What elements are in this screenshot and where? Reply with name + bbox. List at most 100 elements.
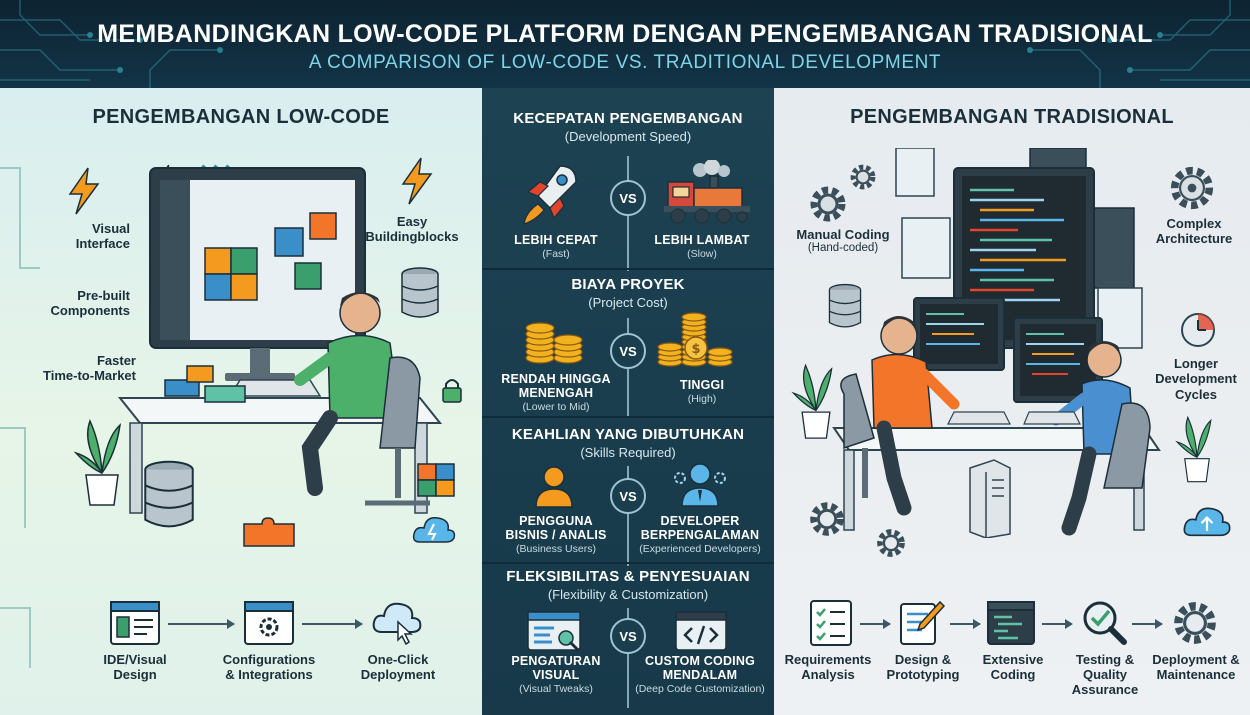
comparison-section-flexibility: FLEKSIBILITAS & PENYESUAIAN (Flexibility…: [482, 568, 774, 602]
comparison-right-main: DEVELOPER BERPENGALAMAN: [640, 514, 760, 542]
workflow-step-label: Extensive Coding: [982, 652, 1044, 682]
label-faster-time-to-market: Faster Time-to-Market: [43, 353, 136, 384]
comparison-right-flexibility: CUSTOM CODING MENDALAM (Deep Code Custom…: [630, 654, 770, 695]
svg-text:$: $: [691, 342, 700, 357]
workflow-arrow: [1132, 619, 1163, 629]
comparison-right-sub: (Deep Code Customization): [635, 683, 765, 695]
comparison-right-cost: TINGGI (High): [632, 378, 772, 405]
label-complex-architecture: Complex Architecture: [1155, 216, 1233, 247]
section-subheading: (Project Cost): [588, 295, 668, 310]
code-window-icon: [675, 611, 727, 651]
section-subheading: (Development Speed): [564, 129, 692, 144]
vs-badge: VS: [610, 618, 646, 654]
workflow-arrow: [302, 619, 363, 629]
vs-divider: [627, 466, 629, 566]
checklist-icon: [810, 600, 852, 646]
comparison-left-main: RENDAH HINGGA MENENGAH: [501, 372, 611, 400]
workflow-step-label: Configurations & Integrations: [222, 652, 316, 682]
label-manual-coding-sub: (Hand-coded): [807, 242, 879, 254]
comparison-right-main: TINGGI: [679, 378, 725, 392]
comparison-left-speed: LEBIH CEPAT (Fast): [486, 233, 626, 260]
comparison-section-skills: KEAHLIAN YANG DIBUTUHKAN (Skills Require…: [482, 426, 774, 460]
low-code-panel: PENGEMBANGAN LOW-CODE Visual Interface P…: [0, 88, 482, 715]
comparison-right-sub: (Slow): [687, 248, 717, 260]
workflow-step-label: One-Click Deployment: [360, 652, 436, 682]
section-heading: BIAYA PROYEK: [571, 276, 685, 293]
cloud-click-icon: [372, 602, 422, 646]
cloud-icon: [1183, 507, 1231, 537]
traditional-desk-illustration: [832, 148, 1161, 536]
developer-user-icon: [674, 463, 726, 507]
label-longer-development-cycles: Longer Development Cycles: [1155, 356, 1237, 402]
label-prebuilt-components: Pre-built Components: [50, 288, 130, 319]
steam-train-icon: [664, 160, 750, 224]
lightning-icon: [68, 167, 100, 215]
comparison-section-speed: KECEPATAN PENGEMBANGAN (Development Spee…: [482, 110, 774, 144]
design-pencil-icon: [900, 600, 946, 645]
vs-badge: VS: [610, 478, 646, 514]
section-subheading: (Flexibility & Customization): [547, 587, 709, 602]
workflow-step-label: Requirements Analysis: [784, 652, 872, 682]
circuit-decoration-left: [0, 0, 223, 88]
section-divider: [482, 562, 774, 564]
puzzle-piece-icon: [243, 517, 295, 547]
comparison-left-main: PENGGUNA BISNIS / ANALIS: [505, 514, 607, 542]
section-divider: [482, 416, 774, 418]
workflow-step-label: IDE/Visual Design: [103, 652, 167, 682]
comparison-left-sub: (Lower to Mid): [522, 401, 590, 413]
comparison-left-main: LEBIH CEPAT: [514, 233, 598, 247]
comparison-right-speed: LEBIH LAMBAT (Slow): [632, 233, 772, 260]
section-divider: [482, 268, 774, 270]
database-icon: [144, 460, 194, 528]
rocket-icon: [523, 165, 577, 225]
comparison-right-sub: (Experienced Developers): [639, 543, 761, 555]
section-heading: KEAHLIAN YANG DIBUTUHKAN: [511, 426, 745, 443]
cloud-icon: [412, 516, 456, 543]
comparison-left-main: PENGATURAN VISUAL: [511, 654, 601, 682]
header-banner: MEMBANDINGKAN LOW-CODE PLATFORM DENGAN P…: [0, 0, 1250, 88]
business-user-icon: [535, 466, 573, 508]
workflow-arrow: [860, 619, 891, 629]
section-heading: KECEPATAN PENGEMBANGAN: [513, 110, 743, 127]
comparison-right-skills: DEVELOPER BERPENGALAMAN (Experienced Dev…: [630, 514, 770, 555]
coins-stack-small-icon: [525, 322, 583, 364]
workflow-step-label: Testing & Quality Assurance: [1071, 652, 1139, 697]
workflow-step-label: Deployment & Maintenance: [1152, 652, 1240, 682]
comparison-left-sub: (Business Users): [516, 543, 596, 555]
label-visual-interface: Visual Interface: [75, 221, 130, 252]
page-subtitle: A COMPARISON OF LOW-CODE VS. TRADITIONAL…: [308, 52, 942, 73]
traditional-title: PENGEMBANGAN TRADISIONAL: [850, 106, 1174, 128]
lock-icon: [442, 379, 462, 403]
circuit-decoration-right: [1027, 0, 1250, 88]
plant-icon: [791, 363, 833, 439]
traditional-panel: PENGEMBANGAN TRADISIONAL Manual Coding (…: [774, 88, 1250, 715]
comparison-left-flexibility: PENGATURAN VISUAL (Visual Tweaks): [486, 654, 626, 695]
comparison-left-skills: PENGGUNA BISNIS / ANALIS (Business Users…: [486, 514, 626, 555]
label-manual-coding: Manual Coding: [796, 227, 890, 242]
gear-icon: [1174, 602, 1216, 644]
comparison-section-cost: BIAYA PROYEK (Project Cost): [482, 276, 774, 310]
comparison-column: KECEPATAN PENGEMBANGAN (Development Spee…: [482, 88, 774, 715]
coins-stack-large-icon: $: [657, 312, 733, 367]
workflow-arrow: [950, 619, 981, 629]
plant-icon: [73, 419, 122, 506]
section-subheading: (Skills Required): [580, 445, 676, 460]
architecture-gear-icon: [1170, 166, 1214, 210]
database-icon: [828, 283, 862, 328]
gear-icon: [850, 164, 876, 190]
visual-tweaks-icon: [527, 611, 581, 652]
low-code-desk-illustration: [117, 167, 443, 514]
workflow-arrow: [168, 619, 235, 629]
clock-icon: [1181, 313, 1215, 347]
gear-icon: [877, 529, 905, 557]
vs-badge: VS: [610, 333, 646, 369]
comparison-right-sub: (High): [687, 393, 717, 405]
puzzle-piece-icon: [417, 463, 455, 497]
comparison-left-sub: (Visual Tweaks): [519, 683, 593, 695]
server-tower-icon: [969, 459, 1011, 538]
magnifier-check-icon: [1083, 601, 1127, 645]
database-icon: [401, 267, 439, 318]
ide-window-icon: [110, 601, 160, 645]
page-title: MEMBANDINGKAN LOW-CODE PLATFORM DENGAN P…: [97, 20, 1153, 48]
vs-badge: VS: [610, 180, 646, 216]
